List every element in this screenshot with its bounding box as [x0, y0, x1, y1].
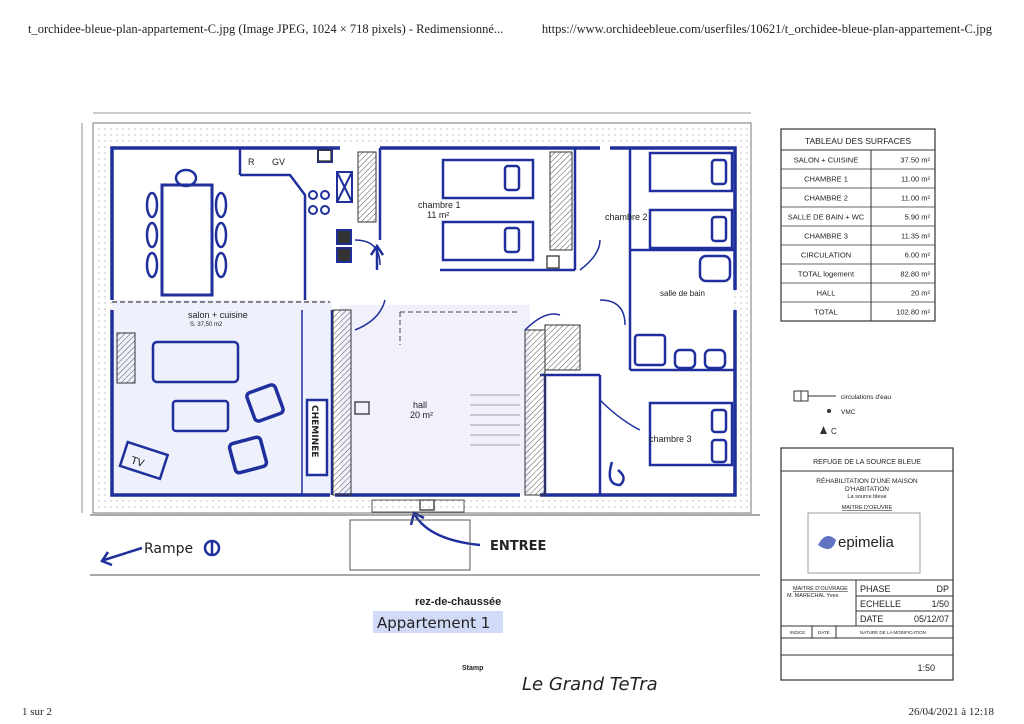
tv-unit — [118, 440, 170, 481]
toilet — [698, 254, 732, 283]
fireplace — [305, 398, 329, 477]
page-url: https://www.orchideebleue.com/userfiles/… — [541, 22, 992, 36]
room-hall: hall — [413, 400, 427, 410]
tv-label: TV — [129, 455, 146, 470]
page-count: 1 sur 2 — [22, 706, 52, 718]
surface-label: CHAMBRE 2 — [804, 194, 848, 203]
title-block: REFUGE DE LA SOURCE BLEUE RÉHABILITATION… — [780, 447, 954, 681]
tb-rehab: RÉHABILITATION D'UNE MAISON — [816, 476, 918, 485]
entree-label: ENTREE — [490, 539, 546, 554]
tb-phase-value: DP — [936, 584, 949, 594]
bed-chambre3 — [648, 401, 734, 467]
surface-value: 102.80 m² — [896, 308, 930, 317]
bed-chambre1-b — [441, 220, 535, 262]
surfaces-title: TABLEAU DES SURFACES — [805, 136, 911, 146]
legend-vmc: VMC — [841, 409, 856, 416]
surface-value: 20 m² — [911, 289, 931, 298]
room-salon: salon + cuisine — [188, 310, 248, 320]
tb-phase-label: PHASE — [860, 584, 891, 594]
tab-title: t_orchidee-bleue-plan-appartement-C.jpg … — [28, 22, 504, 36]
room-salle-bain: salle de bain — [660, 289, 705, 298]
tb-owner: M. MARECHAL Yves — [787, 593, 839, 599]
rampe-label: Rampe — [144, 541, 193, 557]
surface-label: SALLE DE BAIN + WC — [788, 213, 865, 222]
label-fridge: R — [248, 157, 255, 167]
coffee-table — [171, 399, 230, 433]
cheminee-label: CHEMINEE — [309, 405, 319, 457]
surface-label: TOTAL logement — [798, 270, 855, 279]
tb-date-small: DATE — [818, 630, 830, 635]
surface-value: 11.00 m² — [901, 194, 931, 203]
exterior-walls — [110, 146, 737, 497]
legend-water: circulations d'eau — [841, 394, 891, 401]
tb-date-value: 05/12/07 — [914, 614, 949, 624]
legend: circulations d'eau VMC C — [793, 390, 891, 436]
surface-value: 37.50 m² — [900, 156, 930, 165]
tb-maitre-oeuvre: MAITRE D'OEUVRE — [842, 505, 893, 511]
tb-indice: INDICE — [790, 630, 805, 635]
room-chambre3: chambre 3 — [649, 434, 692, 444]
print-date: 26/04/2021 à 12:18 — [908, 706, 994, 718]
tb-nature: NATURE DE LA MODIFICATION — [860, 630, 926, 635]
chimney-duct — [332, 309, 352, 496]
sofa — [151, 340, 240, 384]
tb-echelle-label: ECHELLE — [860, 599, 901, 609]
room-hall-area: 20 m² — [410, 410, 433, 420]
label-gv: GV — [272, 157, 285, 167]
surface-label: TOTAL — [814, 308, 837, 317]
room-chambre2: chambre 2 — [605, 212, 648, 222]
surface-value: 5.90 m² — [905, 213, 931, 222]
surface-value: 6.00 m² — [905, 251, 931, 260]
surface-label: CIRCULATION — [801, 251, 851, 260]
surface-label: CHAMBRE 1 — [804, 175, 848, 184]
tb-subtitle: La source bleue — [847, 494, 886, 500]
tb-echelle-value: 1/50 — [931, 599, 949, 609]
stamp-label: Stamp — [462, 665, 483, 672]
surface-value: 82.80 m² — [900, 270, 930, 279]
tb-rehab2: D'HABITATION — [845, 486, 889, 493]
armchair-1 — [245, 383, 285, 423]
armchair-2 — [227, 435, 269, 475]
room-salon-area: S. 37,50 m2 — [190, 322, 223, 328]
surface-value: 11.00 m² — [901, 175, 931, 184]
tb-logo: epimelia — [838, 534, 895, 551]
tb-maitre-ouvrage: MAITRE D'OUVRAGE — [793, 586, 848, 592]
legend-c: C — [831, 427, 837, 436]
room-chambre1-area: 11 m² — [427, 210, 449, 220]
surface-label: SALON + CUISINE — [794, 156, 858, 165]
surfaces-table: TABLEAU DES SURFACES SALON + CUISINE 37.5… — [780, 128, 936, 322]
room-chambre1: chambre 1 — [418, 200, 461, 210]
signature: Le Grand TeTra — [522, 674, 658, 695]
tb-scale-bottom: 1:50 — [917, 663, 935, 673]
bed-chambre1-a — [441, 158, 535, 200]
tb-date-label: DATE — [860, 614, 883, 624]
bed-chambre2-b — [648, 208, 734, 250]
surface-label: CHAMBRE 3 — [804, 232, 848, 241]
bed-chambre2-a — [648, 151, 734, 193]
tb-project: REFUGE DE LA SOURCE BLEUE — [813, 459, 921, 466]
surface-value: 11.35 m² — [901, 232, 931, 241]
level-label: rez-de-chaussée — [415, 596, 501, 608]
interior-walls — [238, 148, 735, 495]
appartement-label: Appartement 1 — [377, 614, 490, 632]
surface-label: HALL — [817, 289, 836, 298]
